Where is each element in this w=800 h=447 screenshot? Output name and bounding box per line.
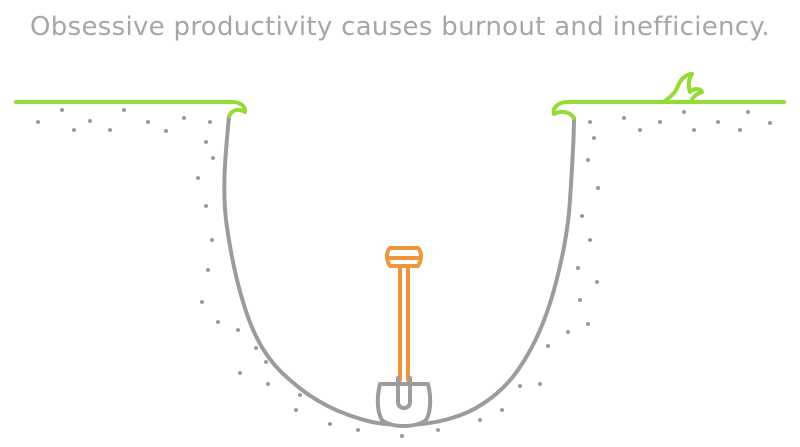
soil-speckles: [36, 108, 772, 438]
caption-text: Obsessive productivity causes burnout an…: [30, 12, 770, 42]
shovel-icon: [375, 246, 433, 428]
left-ground-grass: [14, 100, 248, 118]
shovel-neck: [396, 376, 412, 410]
grass-tuft-icon: [664, 72, 704, 102]
shovel-blade: [375, 382, 433, 428]
right-ground-grass: [551, 100, 786, 120]
